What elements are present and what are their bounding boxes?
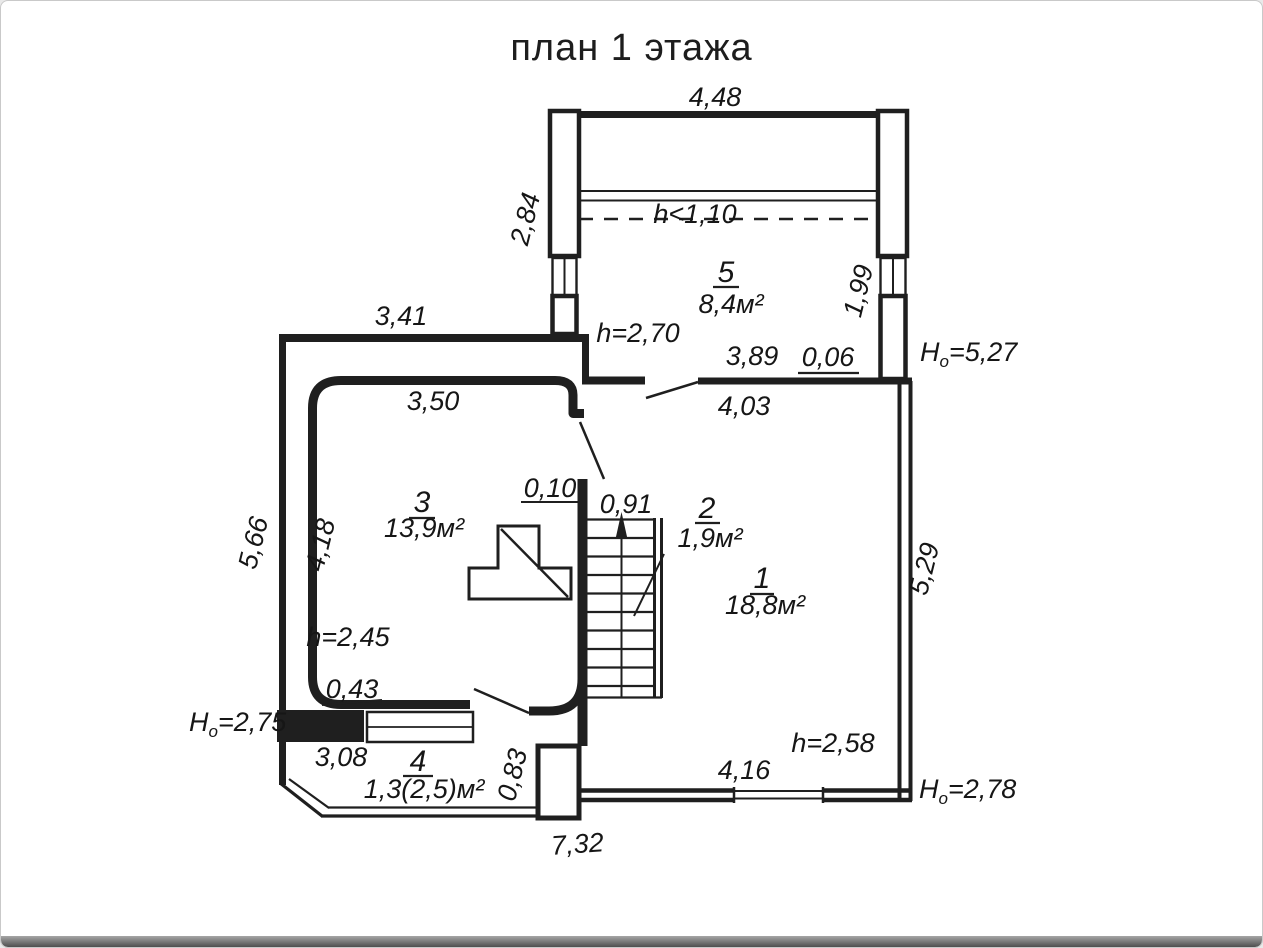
room-5-walls <box>547 108 910 382</box>
room-4-number: 4 <box>410 745 427 778</box>
room-1-walls <box>579 381 913 803</box>
dim-ceiling-room5-h-270: h=2,70 <box>596 318 679 348</box>
door-leaf-room3-top <box>578 421 606 480</box>
dim-ceiling-room3-h-245: h=2,45 <box>306 622 390 652</box>
room-5-number: 5 <box>718 256 735 289</box>
dim-0-83: 0,83 <box>491 746 533 804</box>
room-5-area: 8,4м² <box>698 289 764 319</box>
dim-height-1-99: 1,99 <box>837 262 879 320</box>
room-3-area: 13,9м² <box>384 513 465 543</box>
dim-4-03: 4,03 <box>718 391 771 421</box>
porch-walls <box>277 710 582 821</box>
dim-4-18: 4,18 <box>299 516 341 574</box>
dim-0-06: 0,06 <box>802 342 856 372</box>
room-3-number: 3 <box>414 486 431 519</box>
dim-height-2-84: 2,84 <box>504 190 546 249</box>
scan-bottom-edge <box>1 936 1262 947</box>
porch-chamfer-inner <box>288 778 330 809</box>
stairs-treads <box>587 518 662 699</box>
dim-3-08: 3,08 <box>315 742 368 772</box>
room5-right-pier <box>875 108 910 259</box>
room-2-area: 1,9м² <box>677 523 743 553</box>
porch-chamfer-outer <box>279 781 323 818</box>
room-3-walls <box>279 334 606 741</box>
door-leaf-hall-to-room5 <box>645 380 699 400</box>
dim-0-43-tick <box>321 699 383 706</box>
room-2-number: 2 <box>698 492 716 525</box>
dim-ceiling-room1-h-258: h=2,58 <box>791 728 874 758</box>
dim-basement-height-2-75: Hо=2,75 <box>189 707 287 741</box>
dim-window-4-16: 4,16 <box>718 755 772 785</box>
room3-inner-wall-corner <box>529 651 587 716</box>
room5-left-wall-lower <box>550 293 579 337</box>
door-leaf-room3-bottom <box>473 687 530 715</box>
dim-5-66: 5,66 <box>232 513 274 572</box>
dim-0-10: 0,10 <box>524 473 577 503</box>
dim-attic-height-h-110: h<1,10 <box>653 199 736 229</box>
room5-right-wall-lower <box>878 293 908 382</box>
room-1-area: 18,8м² <box>725 590 806 620</box>
dim-3-50: 3,50 <box>407 386 460 416</box>
room-1-number: 1 <box>754 562 771 595</box>
stove-symbol <box>467 524 573 601</box>
plan-title: план 1 этажа <box>510 27 753 69</box>
room3-inner-wall <box>308 376 584 709</box>
porch-column <box>535 743 582 821</box>
dim-building-height-5-27: Hо=5,27 <box>920 337 1018 371</box>
dim-3-41: 3,41 <box>375 301 428 331</box>
stove-symbol-diagonal <box>500 528 569 598</box>
room-2-label-leader-line <box>633 553 665 617</box>
block-bottom-left-wall <box>277 710 364 742</box>
staircase <box>577 479 720 746</box>
dim-top-width-4-48: 4,48 <box>689 82 742 112</box>
dim-3-89: 3,89 <box>726 341 779 371</box>
stairs-up-arrow-icon <box>615 512 628 539</box>
dim-basement-height-2-78: Hо=2,78 <box>919 774 1016 808</box>
room-4-area: 1,3(2,5)м² <box>364 774 486 804</box>
room5-left-pier <box>547 108 582 259</box>
dim-bottom-width-7-32: 7,32 <box>550 827 605 861</box>
dim-0-43: 0,43 <box>326 674 379 704</box>
dim-stairs-width-0-91: 0,91 <box>600 489 653 519</box>
hall-walls <box>279 334 912 400</box>
